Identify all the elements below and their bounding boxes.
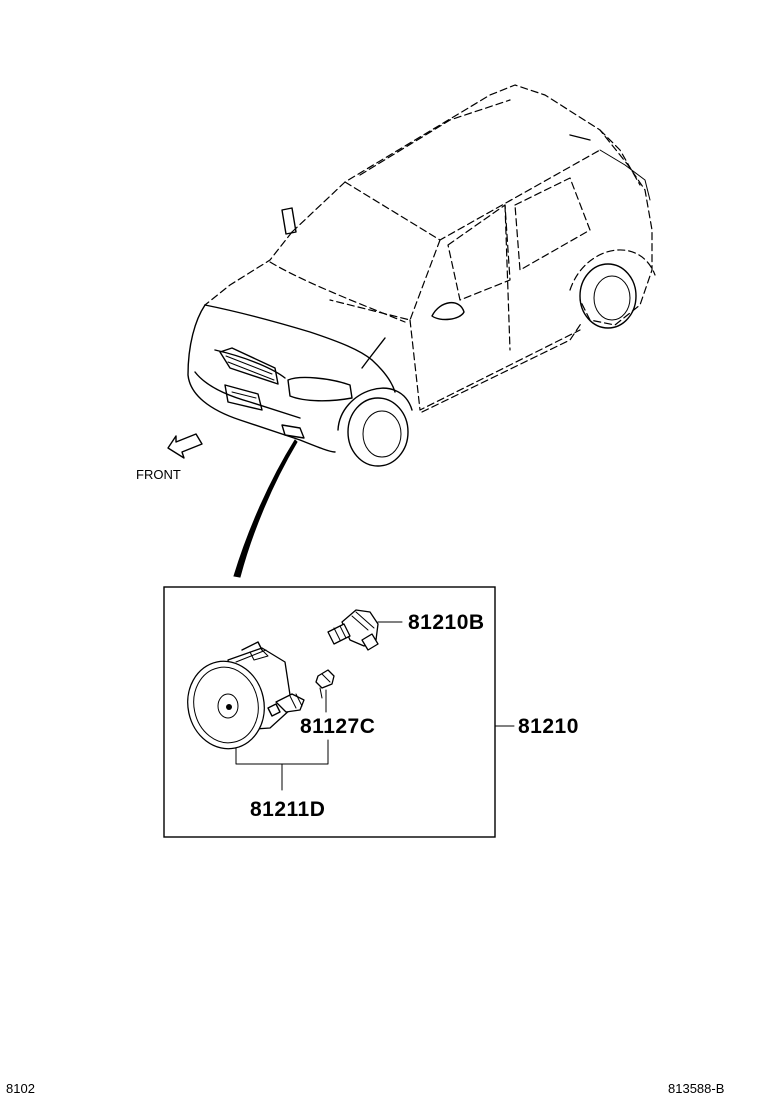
footer-right-code: 813588-B — [668, 1081, 724, 1096]
detail-frame — [163, 586, 496, 838]
front-label: FRONT — [136, 467, 181, 482]
vehicle-illustration — [187, 84, 656, 467]
label-81211D[interactable]: 81211D — [250, 798, 325, 821]
footer-left-code: 8102 — [6, 1081, 35, 1096]
callout-leader — [233, 439, 298, 578]
bulb-drawing — [327, 609, 379, 651]
screw-drawing — [315, 669, 335, 699]
label-81127C[interactable]: 81127C — [300, 715, 375, 738]
fog-lamp-drawing — [187, 641, 305, 750]
label-81210B[interactable]: 81210B — [408, 611, 485, 634]
leader-lines — [235, 621, 515, 791]
front-direction-arrow — [167, 433, 203, 459]
label-81210[interactable]: 81210 — [518, 715, 579, 738]
